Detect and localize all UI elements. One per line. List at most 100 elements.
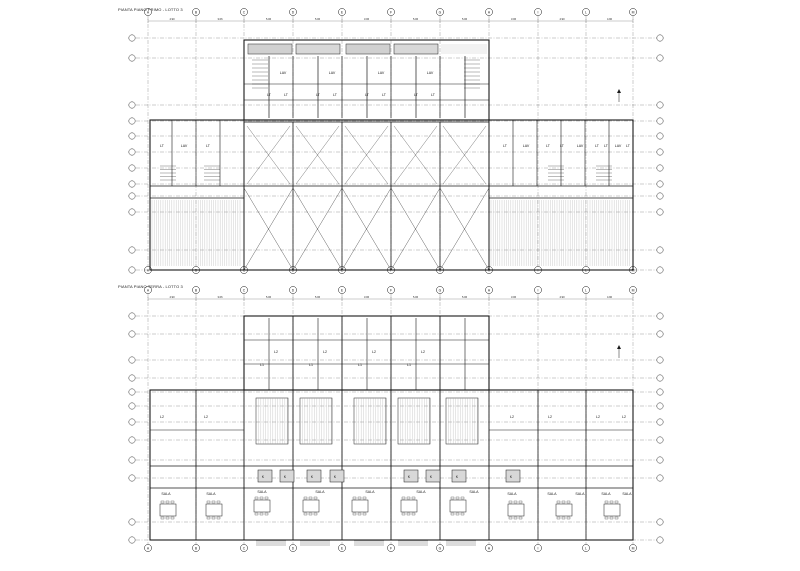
room-label: LT bbox=[284, 93, 289, 97]
room-label: SALA bbox=[365, 490, 375, 494]
axis-label: I bbox=[538, 288, 539, 292]
chair bbox=[614, 516, 619, 520]
axis-bubble bbox=[436, 8, 444, 16]
room-label: LT bbox=[316, 93, 321, 97]
axis-label: C bbox=[243, 10, 246, 14]
dimension-value: 4.90 bbox=[559, 17, 565, 21]
row-bubble bbox=[656, 536, 664, 544]
row-bubble bbox=[128, 192, 136, 200]
axis-bubble bbox=[240, 544, 248, 552]
chair bbox=[566, 500, 571, 504]
chair bbox=[561, 516, 566, 520]
chair bbox=[556, 516, 561, 520]
room-label: L1 bbox=[309, 363, 313, 367]
row-bubble bbox=[128, 330, 136, 338]
room-label: L2 bbox=[323, 350, 327, 354]
axis-label: A bbox=[147, 268, 150, 272]
room-label: LAV bbox=[523, 144, 530, 148]
row-bubble bbox=[128, 402, 136, 410]
axis-label: E bbox=[341, 10, 344, 14]
chair bbox=[561, 500, 566, 504]
void-cross bbox=[390, 187, 441, 271]
terrace-strip bbox=[393, 43, 439, 55]
room-label: LAV bbox=[280, 71, 287, 75]
axis-label: A bbox=[147, 10, 150, 14]
room-label: LT bbox=[206, 144, 211, 148]
axis-label: A bbox=[147, 546, 150, 550]
axis-label: I bbox=[538, 546, 539, 550]
room-label: SALA bbox=[416, 490, 426, 494]
axis-bubble bbox=[582, 286, 590, 294]
dimension-value: 3.06 bbox=[217, 295, 223, 299]
row-bubble bbox=[128, 456, 136, 464]
chair bbox=[518, 500, 523, 504]
axis-label: M bbox=[632, 288, 635, 292]
axis-bubble bbox=[387, 544, 395, 552]
row-bubble bbox=[128, 117, 136, 125]
room-label: LT bbox=[267, 93, 272, 97]
row-bubble bbox=[656, 54, 664, 62]
chair bbox=[357, 496, 362, 500]
dimension-value: 4.90 bbox=[169, 295, 175, 299]
axis-label: H bbox=[488, 10, 491, 14]
axis-bubble bbox=[192, 286, 200, 294]
axis-bubble bbox=[436, 286, 444, 294]
chair bbox=[604, 500, 609, 504]
row-bubble bbox=[128, 246, 136, 254]
axis-label: A bbox=[147, 288, 150, 292]
room-label: K bbox=[334, 475, 337, 479]
room-label: L2 bbox=[160, 415, 164, 419]
room-label: LT bbox=[560, 144, 565, 148]
room-label: LT bbox=[414, 93, 419, 97]
row-bubble bbox=[128, 356, 136, 364]
chair bbox=[450, 496, 455, 500]
axis-bubble bbox=[338, 8, 346, 16]
chair bbox=[566, 516, 571, 520]
dining-table bbox=[253, 499, 271, 513]
kitchen-block bbox=[306, 469, 322, 483]
room-label: SALA bbox=[161, 492, 171, 496]
plan-title-first-floor: PIANTA PIANO PRIMO - LOTTO 3 bbox=[118, 7, 183, 12]
axis-label: E bbox=[341, 546, 344, 550]
chair bbox=[455, 512, 460, 516]
left-wing bbox=[149, 119, 245, 271]
chair bbox=[406, 496, 411, 500]
north-arrow-icon bbox=[617, 89, 621, 93]
kitchen-block bbox=[403, 469, 419, 483]
chair bbox=[406, 512, 411, 516]
room-label: K bbox=[456, 475, 459, 479]
row-bubble bbox=[128, 54, 136, 62]
room-label: K bbox=[430, 475, 433, 479]
kitchen-block bbox=[329, 469, 345, 483]
row-bubble bbox=[656, 518, 664, 526]
dining-table bbox=[603, 503, 621, 517]
upper-block-outline bbox=[243, 315, 490, 391]
dimension-value: 3.06 bbox=[217, 17, 223, 21]
dining-table bbox=[555, 503, 573, 517]
axis-label: H bbox=[488, 288, 491, 292]
dimension-value: 5.06 bbox=[315, 295, 321, 299]
room-label: LAV bbox=[378, 71, 385, 75]
axis-bubble bbox=[582, 8, 590, 16]
room-label: SALA bbox=[601, 492, 611, 496]
dimension-value: 4.90 bbox=[559, 295, 565, 299]
row-bubble bbox=[128, 474, 136, 482]
axis-bubble bbox=[240, 8, 248, 16]
axis-bubble bbox=[240, 286, 248, 294]
room-label: LT bbox=[382, 93, 387, 97]
room-label: LT bbox=[503, 144, 508, 148]
chair bbox=[518, 516, 523, 520]
axis-label: L bbox=[585, 546, 587, 550]
void-cross bbox=[442, 125, 487, 185]
row-bubble bbox=[128, 101, 136, 109]
terrace-strip bbox=[295, 43, 341, 55]
room-label: L2 bbox=[421, 350, 425, 354]
room-label: LT bbox=[431, 93, 436, 97]
axis-label: G bbox=[439, 546, 442, 550]
lower-block-outline bbox=[149, 389, 634, 541]
axis-bubble bbox=[387, 286, 395, 294]
chair bbox=[259, 512, 264, 516]
row-bubble bbox=[128, 312, 136, 320]
axis-label: D bbox=[292, 288, 295, 292]
